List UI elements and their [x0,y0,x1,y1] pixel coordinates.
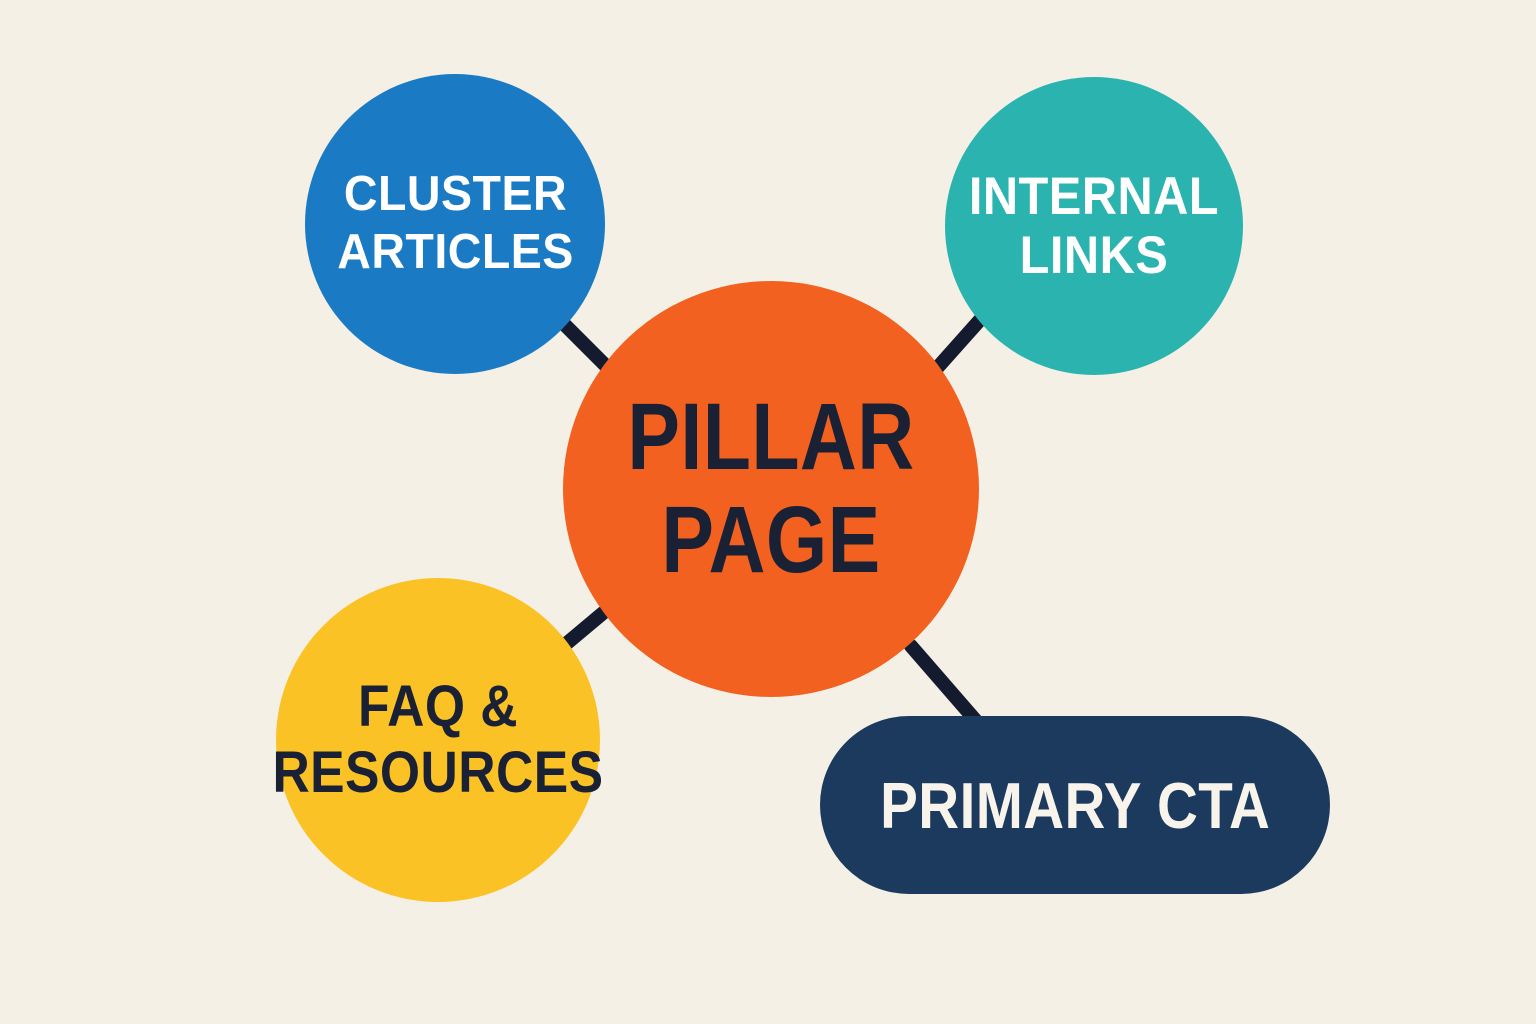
cluster-articles-line1: CLUSTER [343,167,567,222]
node-primary-cta: PRIMARY CTA [820,716,1330,894]
pillar-page-line2: PAGE [661,487,881,593]
node-faq-resources: FAQ & RESOURCES [273,578,603,902]
node-internal-links: INTERNAL LINKS [945,77,1243,375]
faq-resources-line1: FAQ & [358,673,518,739]
internal-links-line1: INTERNAL [968,166,1220,226]
node-cluster-articles: CLUSTER ARTICLES [305,74,605,374]
connector-pillar-to-cta [904,639,984,729]
cluster-articles-line2: ARTICLES [336,225,574,279]
faq-resources-label: FAQ & RESOURCES [273,674,604,806]
connector-internal-to-pillar [931,314,986,374]
internal-links-label: INTERNAL LINKS [969,167,1219,286]
pillar-page-line1: PILLAR [627,384,915,491]
primary-cta-label: PRIMARY CTA [879,768,1271,842]
node-pillar-page: PILLAR PAGE [563,281,979,697]
cluster-articles-label: CLUSTER ARTICLES [337,166,574,282]
internal-links-line2: LINKS [1019,226,1169,285]
faq-resources-line2: RESOURCES [272,740,604,805]
pillar-page-label: PILLAR PAGE [627,386,914,591]
